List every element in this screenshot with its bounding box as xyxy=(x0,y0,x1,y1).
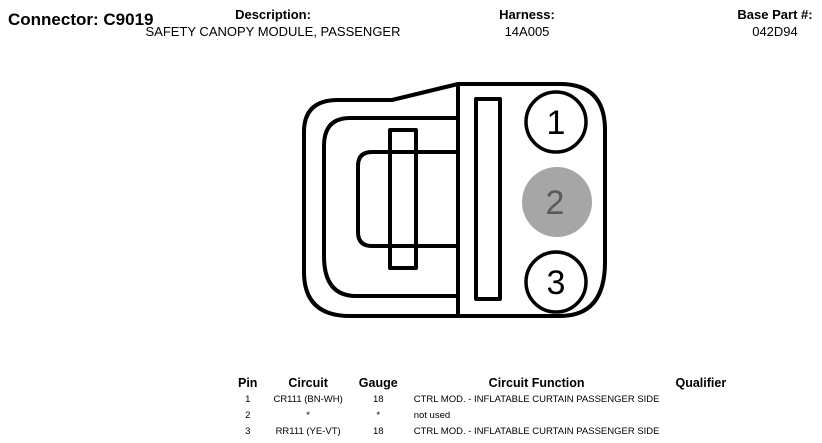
connector-key-slot xyxy=(474,97,502,301)
pin-3: 3 xyxy=(524,250,588,314)
pin-1-cavity xyxy=(524,90,588,154)
cell-circuit: CR111 (BN-WH) xyxy=(273,394,343,405)
cell-gauge: 18 xyxy=(372,394,384,405)
cell-circuit: RR111 (YE-VT) xyxy=(275,426,341,437)
connector-title: Connector: C9019 xyxy=(8,10,154,29)
col-circuit-function: Circuit Function xyxy=(488,376,585,390)
pinout-header-row: Pin Circuit Gauge Circuit Function Quali… xyxy=(230,376,734,393)
cell-qualifier xyxy=(668,409,735,425)
table-row: 2 * * not used xyxy=(230,409,734,425)
latch-inner-loop xyxy=(356,150,456,248)
harness-value: 14A005 xyxy=(504,24,550,39)
pin-2: 2 xyxy=(522,167,592,237)
pin-2-cavity xyxy=(522,167,592,237)
pin-3-number: 3 xyxy=(547,264,566,302)
description-label: Description: xyxy=(235,7,311,22)
cell-circuit: * xyxy=(306,410,310,421)
base-part-value: 042D94 xyxy=(752,24,798,39)
harness-label: Harness: xyxy=(499,7,555,22)
pin-2-number: 2 xyxy=(546,184,565,222)
pin-1-number: 1 xyxy=(547,104,566,142)
connector-outer-shell xyxy=(302,82,607,318)
table-row: 1 CR111 (BN-WH) 18 CTRL MOD. - INFLATABL… xyxy=(230,393,734,409)
latch-outer-loop xyxy=(322,116,456,298)
cell-qualifier xyxy=(668,425,735,441)
col-qualifier: Qualifier xyxy=(675,376,727,390)
cell-pin: 1 xyxy=(245,394,251,405)
pin-1: 1 xyxy=(524,90,588,154)
cell-gauge: * xyxy=(376,410,381,421)
col-gauge: Gauge xyxy=(358,376,398,390)
cell-function: CTRL MOD. - INFLATABLE CURTAIN PASSENGER… xyxy=(413,394,660,405)
cell-function: CTRL MOD. - INFLATABLE CURTAIN PASSENGER… xyxy=(413,426,660,437)
pin-3-cavity xyxy=(524,250,588,314)
col-circuit: Circuit xyxy=(288,376,328,390)
base-part-label: Base Part #: xyxy=(737,7,813,22)
cell-gauge: 18 xyxy=(372,426,384,437)
cell-pin: 2 xyxy=(245,410,251,421)
latch-tab xyxy=(388,128,418,270)
pinout-table: Pin Circuit Gauge Circuit Function Quali… xyxy=(230,376,734,441)
cell-qualifier xyxy=(668,393,735,409)
connector-face-diagram: 1 2 3 xyxy=(302,82,607,318)
cell-pin: 3 xyxy=(245,426,251,437)
description-value: SAFETY CANOPY MODULE, PASSENGER xyxy=(145,24,401,39)
cell-function: not used xyxy=(413,410,451,421)
col-pin: Pin xyxy=(238,376,258,390)
table-row: 3 RR111 (YE-VT) 18 CTRL MOD. - INFLATABL… xyxy=(230,425,734,441)
